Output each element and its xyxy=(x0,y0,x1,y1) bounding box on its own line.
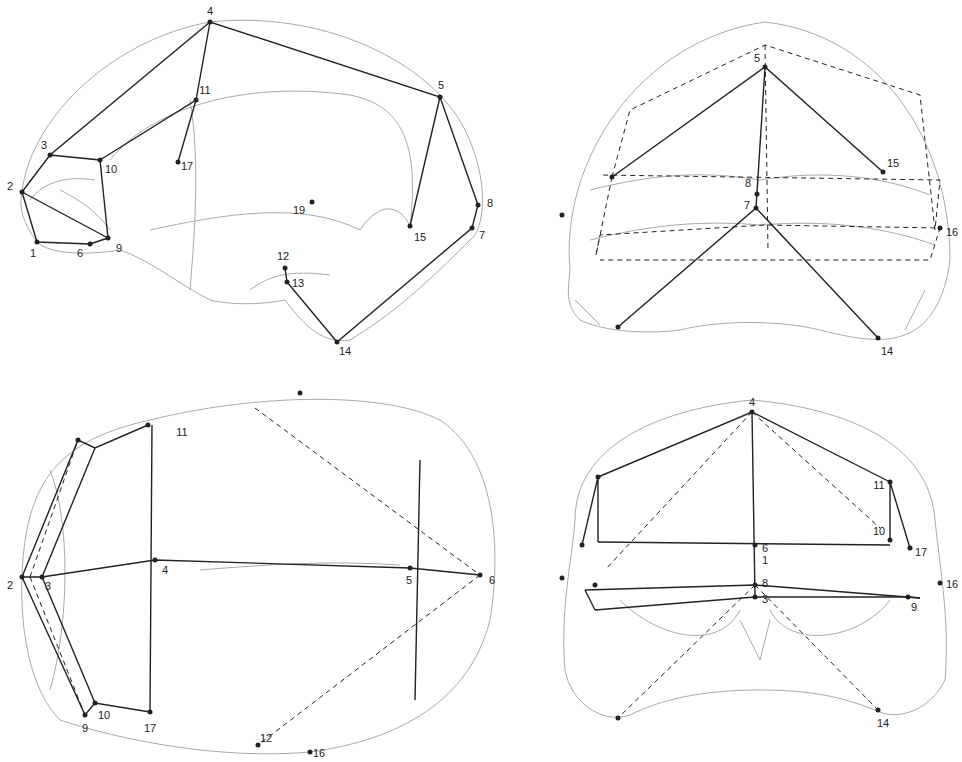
landmark-number: 12 xyxy=(277,251,289,262)
landmark-number: 5 xyxy=(438,80,444,91)
landmark-number: 16 xyxy=(313,748,325,759)
landmark-number: 13 xyxy=(292,278,304,289)
landmark-number: 1 xyxy=(762,555,768,566)
landmark-number: 17 xyxy=(915,547,927,558)
landmark-number: 3 xyxy=(45,581,51,592)
landmark-number: 3 xyxy=(41,140,47,151)
landmark-number: 15 xyxy=(414,232,426,243)
landmark-number: 9 xyxy=(116,243,122,254)
landmark-number: 12 xyxy=(260,733,272,744)
landmark-number: 17 xyxy=(144,723,156,734)
landmark-number: 6 xyxy=(762,543,768,554)
landmark-number: 14 xyxy=(877,718,889,729)
landmark-number: 2 xyxy=(7,181,13,192)
landmark-number: 6 xyxy=(77,248,83,259)
landmark-number: 5 xyxy=(754,53,760,64)
landmark-number: 14 xyxy=(881,346,893,357)
landmark-number: 14 xyxy=(339,346,351,357)
landmark-number: 16 xyxy=(946,579,958,590)
landmark-number: 11 xyxy=(199,85,210,96)
landmark-number: 8 xyxy=(487,198,493,209)
landmark-number: 19 xyxy=(293,205,305,216)
landmark-number: 11 xyxy=(176,427,187,438)
landmark-number: 17 xyxy=(181,161,193,172)
landmark-number: 1 xyxy=(30,248,36,259)
landmark-number: 2 xyxy=(7,580,13,591)
landmark-number: 16 xyxy=(946,227,958,238)
landmark-number: 6 xyxy=(489,575,495,586)
landmark-number: 10 xyxy=(105,164,117,175)
landmark-number: 10 xyxy=(873,526,885,537)
landmark-number: 4 xyxy=(162,565,168,576)
landmark-number: 8 xyxy=(745,178,751,189)
landmark-number: 7 xyxy=(744,200,750,211)
landmark-number: 7 xyxy=(479,230,485,241)
landmark-number: 8 xyxy=(762,578,768,589)
landmark-number: 9 xyxy=(911,602,917,613)
landmark-number: 5 xyxy=(406,575,412,586)
landmark-number: 15 xyxy=(887,158,899,169)
landmark-number: 3 xyxy=(762,594,768,605)
landmark-number: 10 xyxy=(98,710,110,721)
landmark-number: 11 xyxy=(873,480,884,491)
landmark-number: 4 xyxy=(207,6,213,17)
landmark-number: 9 xyxy=(82,723,88,734)
landmark-number: 4 xyxy=(749,397,755,408)
